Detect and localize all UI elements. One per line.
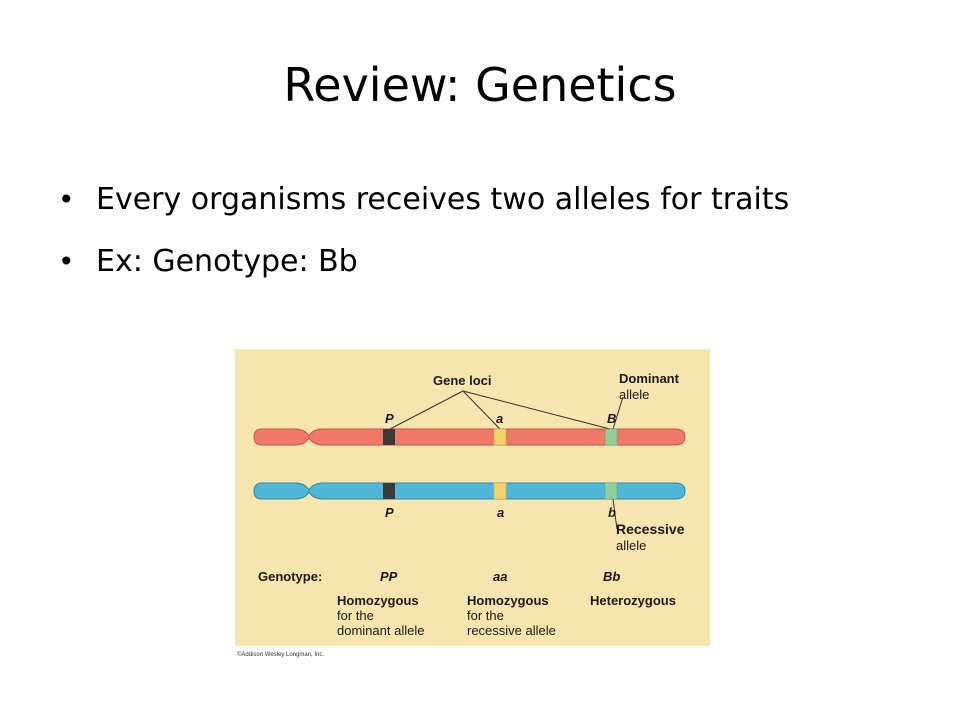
- copyright-credit: ©Addison Wesley Longman, Inc.: [237, 652, 325, 658]
- top-chromosome-body: [253, 428, 686, 446]
- chromosome-diagram: Gene loci Dominant allele P a B P a b Re…: [235, 349, 710, 646]
- bottom-locus-label-p: P: [385, 505, 394, 520]
- bottom-chromosome: [253, 482, 686, 500]
- bottom-locus-b: [604, 482, 618, 500]
- top-locus-b: [604, 428, 618, 446]
- top-locus-a: [493, 428, 507, 446]
- description-1-line2: for the: [337, 608, 374, 623]
- description-3-line1: Heterozygous: [590, 593, 676, 608]
- dominant-label: Dominant: [619, 371, 679, 386]
- description-1-line1: Homozygous: [337, 593, 419, 608]
- slide-title: Review: Genetics: [283, 58, 677, 112]
- chromosome-svg: [253, 390, 686, 530]
- description-2-line3: recessive allele: [467, 623, 556, 638]
- pointer-line-a: [462, 390, 501, 430]
- top-chromosome: [253, 428, 686, 446]
- pointer-line-p: [389, 390, 464, 430]
- bullet-text: Ex: Genotype: Bb: [96, 244, 358, 279]
- top-locus-label-a: a: [496, 411, 504, 426]
- description-2-line1: Homozygous: [467, 593, 549, 608]
- bullet-list: • Every organisms receives two alleles fo…: [58, 172, 789, 296]
- bullet-dot-icon: •: [58, 245, 75, 278]
- description-1-line3: dominant allele: [337, 623, 425, 638]
- bullet-dot-icon: •: [58, 183, 75, 216]
- description-2-line2: for the: [467, 608, 504, 623]
- top-locus-label-p: P: [385, 411, 394, 426]
- pointer-line-recessive: [612, 498, 618, 530]
- top-locus-label-b: B: [607, 411, 617, 426]
- recessive-label: Recessive: [616, 521, 685, 537]
- genotype-aa: aa: [493, 569, 508, 584]
- top-locus-p: [383, 429, 395, 445]
- bottom-chromosome-body: [253, 482, 686, 500]
- bullet-item: • Every organisms receives two alleles fo…: [58, 172, 789, 234]
- genotype-pp: PP: [380, 569, 398, 584]
- bullet-text: Every organisms receives two alleles for…: [96, 182, 790, 217]
- bullet-item: • Ex: Genotype: Bb: [58, 234, 789, 296]
- pointer-line-dominant: [612, 396, 624, 430]
- genotype-label: Genotype:: [258, 569, 323, 584]
- bottom-locus-a: [493, 482, 507, 500]
- bottom-locus-label-b: b: [608, 505, 616, 520]
- recessive-label-sub: allele: [616, 538, 647, 553]
- bottom-locus-label-a: a: [497, 505, 505, 520]
- pointer-line-b: [462, 390, 611, 430]
- dominant-label-sub: allele: [619, 387, 650, 402]
- gene-loci-label: Gene loci: [433, 373, 492, 388]
- genotype-bb: Bb: [603, 569, 621, 584]
- bottom-locus-p: [383, 483, 395, 499]
